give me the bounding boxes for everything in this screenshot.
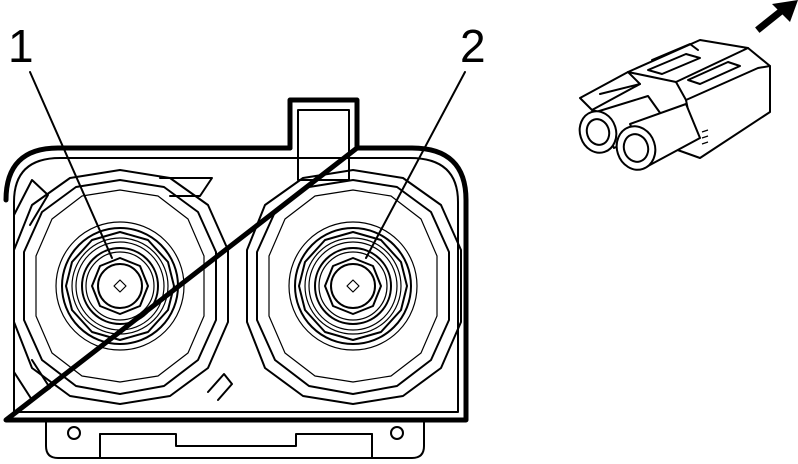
connector-body xyxy=(3,97,469,459)
connector-isometric-icon xyxy=(578,39,771,171)
callout-label-2: 2 xyxy=(460,20,486,72)
cavity-1 xyxy=(13,169,229,405)
callout-label-1: 1 xyxy=(8,20,34,72)
callout-1: 1 xyxy=(8,20,113,259)
callout-2: 2 xyxy=(365,20,486,259)
arrow-up-right-icon xyxy=(755,0,798,33)
cavity-2 xyxy=(246,169,462,405)
